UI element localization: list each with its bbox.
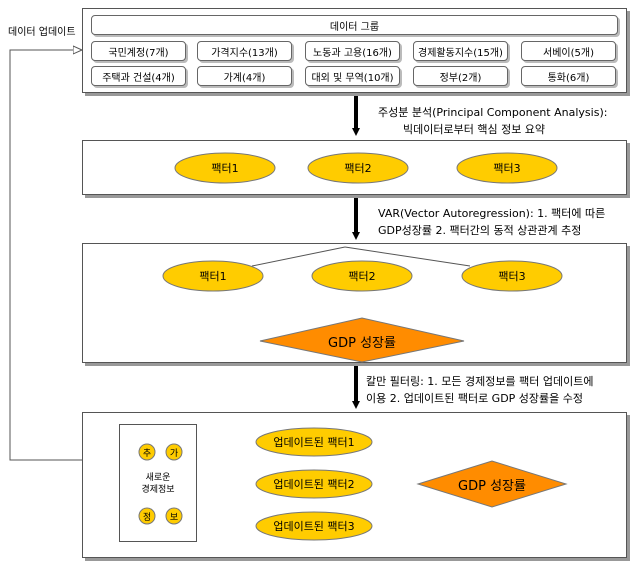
new-info-badge-3-circle xyxy=(138,507,156,525)
var-factor-3-ellipse xyxy=(461,260,563,292)
data-group-panel: 데이터 그룹 국민계정(7개) 가격지수(13개) 노동과 고용(16개) 경제… xyxy=(82,8,627,93)
new-info-badge-1: 추 xyxy=(142,448,152,459)
data-item-household: 가계(4개) xyxy=(197,66,292,86)
kalman-gdp-diamond xyxy=(416,460,568,508)
pca-caption: 주성분 분석(Principal Component Analysis): 빅데… xyxy=(378,104,607,138)
new-info-box xyxy=(119,424,197,542)
data-item-housing-construction: 주택과 건설(4개) xyxy=(91,66,186,86)
pca-caption-line2: 빅데이터로부터 핵심 정보 요약 xyxy=(403,123,546,136)
new-info-label-line2: 경제정보 xyxy=(141,485,175,495)
pca-factor-2-ellipse xyxy=(307,152,409,184)
data-item-economic-activity: 경제활동지수(15개) xyxy=(413,41,508,61)
data-item-external-trade: 대외 및 무역(10개) xyxy=(305,66,400,86)
data-item-government: 정부(2개) xyxy=(413,66,508,86)
var-caption-line1: VAR(Vector Autoregression): 1. 팩터에 따른 xyxy=(378,207,606,220)
new-info-badge-1-circle xyxy=(138,443,156,461)
updated-factor-3-ellipse xyxy=(255,511,373,541)
var-gdp-diamond xyxy=(259,317,465,363)
updated-factor-2-ellipse xyxy=(255,469,373,499)
var-caption-line2: GDP성장률 2. 팩터간의 동적 상관관계 추정 xyxy=(378,224,582,237)
var-factor-1-ellipse xyxy=(162,260,264,292)
updated-factor-1-ellipse xyxy=(255,427,373,457)
kalman-caption-line1: 칼만 필터링: 1. 모든 경제정보를 팩터 업데이트에 xyxy=(366,375,594,388)
data-item-survey: 서베이(5개) xyxy=(521,41,616,61)
new-info-badge-4: 보 xyxy=(169,512,179,523)
var-caption: VAR(Vector Autoregression): 1. 팩터에 따른 GD… xyxy=(378,205,605,239)
data-group-title: 데이터 그룹 xyxy=(91,15,618,35)
feedback-loop-line xyxy=(9,50,82,461)
pca-factor-1-ellipse xyxy=(174,152,276,184)
data-item-labor-employment: 노동과 고용(16개) xyxy=(305,41,400,61)
kalman-caption-line2: 이용 2. 업데이트된 팩터로 GDP 성장률을 수정 xyxy=(366,392,584,405)
data-item-currency: 통화(6개) xyxy=(521,66,616,86)
new-info-label-line1: 새로운 xyxy=(145,473,171,483)
feedback-label: 데이터 업데이트 xyxy=(8,27,76,38)
new-info-badge-4-circle xyxy=(165,507,183,525)
kalman-caption: 칼만 필터링: 1. 모든 경제정보를 팩터 업데이트에 이용 2. 업데이트된… xyxy=(366,373,593,407)
new-info-badge-3: 정 xyxy=(142,512,152,523)
data-item-price-index: 가격지수(13개) xyxy=(197,41,292,61)
new-info-badge-2-circle xyxy=(165,443,183,461)
new-info-badge-2: 가 xyxy=(169,448,179,459)
var-factor-2-ellipse xyxy=(311,260,413,292)
pca-caption-line1: 주성분 분석(Principal Component Analysis): xyxy=(378,106,608,119)
data-item-national-accounts: 국민계정(7개) xyxy=(91,41,186,61)
new-info-label: 새로운 경제정보 xyxy=(119,472,197,496)
pca-factor-3-ellipse xyxy=(456,152,558,184)
